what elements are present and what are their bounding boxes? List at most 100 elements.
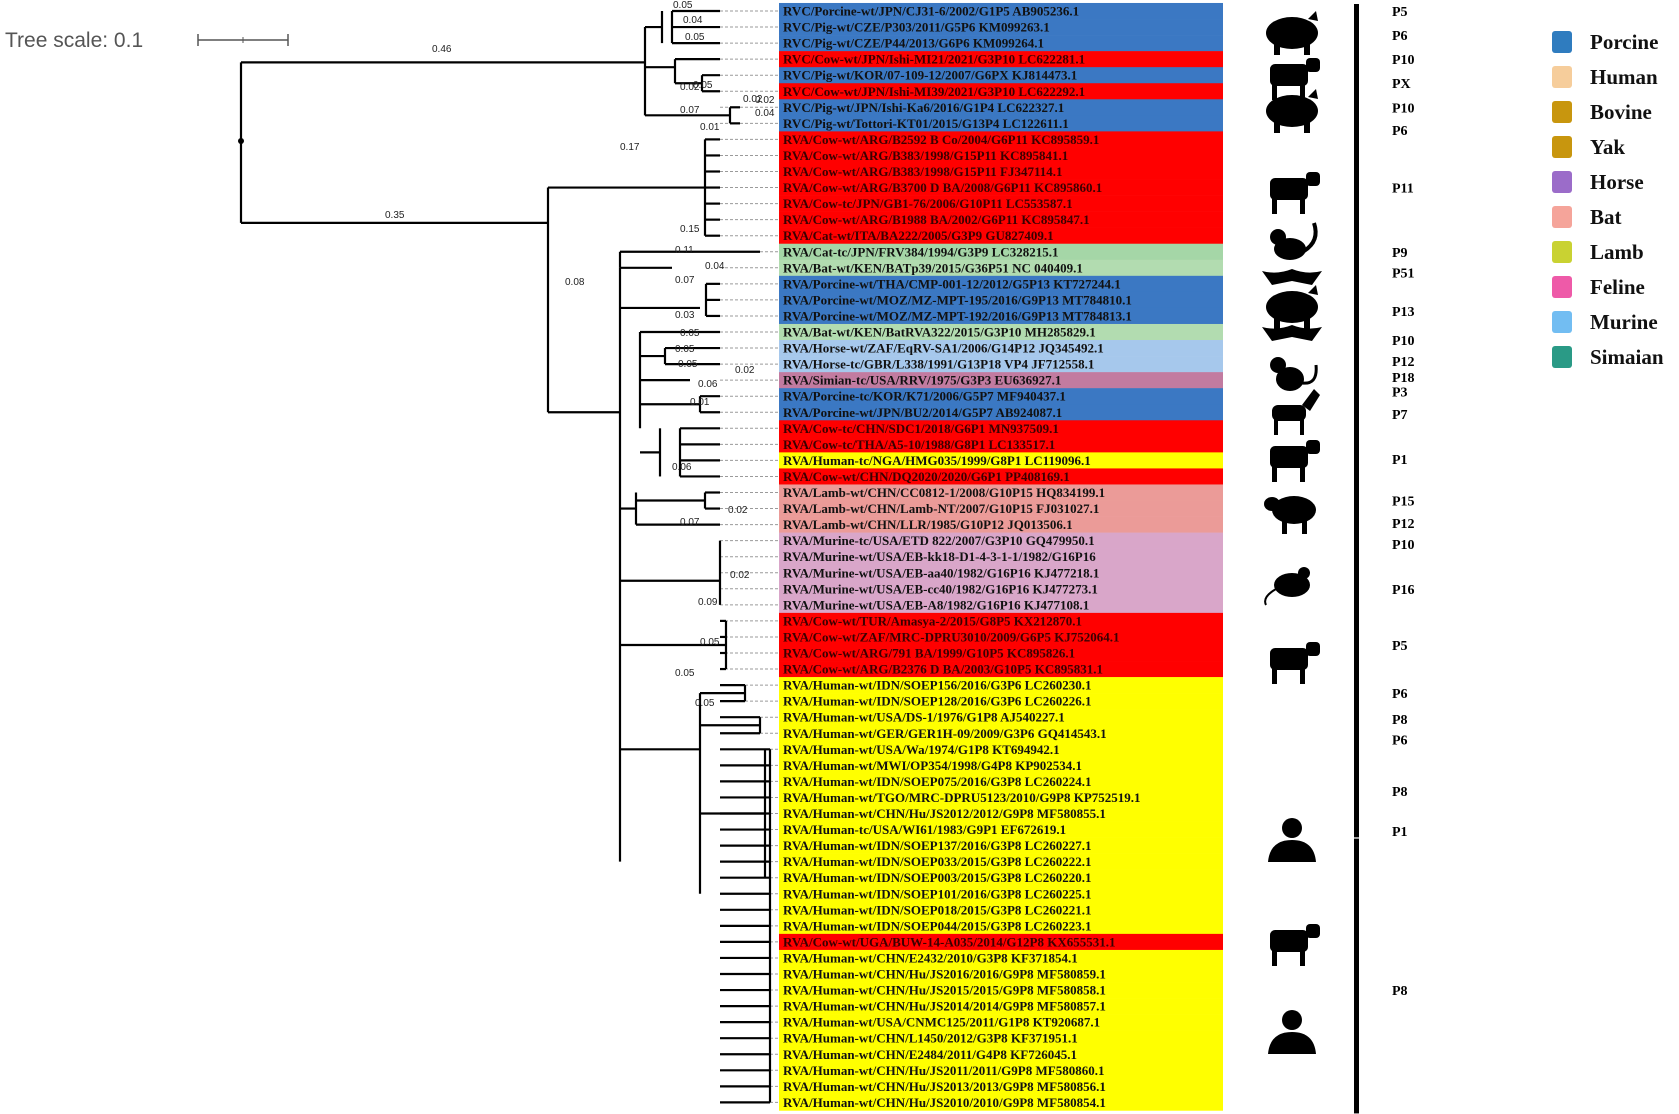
- taxon-label: RVC/Pig-wt/Tottori-KT01/2015/G13P4 LC122…: [783, 116, 1069, 131]
- p-type-label: PX: [1392, 77, 1411, 92]
- branch-length-label: 0.02: [735, 365, 755, 376]
- host-strip: [779, 484, 1223, 501]
- legend-label: Yak: [1590, 135, 1625, 159]
- legend-swatch: [1552, 101, 1572, 123]
- taxon-label: RVA/Human-wt/CHN/E2484/2011/G4P8 KF72604…: [783, 1047, 1077, 1062]
- cat-head: [1270, 229, 1286, 245]
- host-legend: PorcineHumanBovineYakHorseBatLambFelineM…: [1552, 30, 1664, 369]
- taxon-label: RVA/Human-wt/MWI/OP354/1998/G4P8 KP90253…: [783, 758, 1082, 773]
- pig-leg: [1274, 121, 1280, 133]
- taxon-label: RVA/Cow-wt/ARG/B383/1998/G15P11 KC895841…: [783, 148, 1068, 163]
- person-head: [1282, 1010, 1302, 1030]
- cow-head: [1306, 440, 1320, 454]
- pig-ear: [1308, 89, 1318, 99]
- host-strip: [779, 773, 1223, 790]
- person-head: [1282, 818, 1302, 838]
- p-type-bar: [1354, 710, 1359, 729]
- taxon-label: RVA/Cow-tc/THA/A5-10/1988/G8P1 LC133517.…: [783, 437, 1055, 452]
- person-icon: [1268, 1010, 1316, 1054]
- branch-length-label: 0.05: [678, 359, 698, 370]
- taxon-label: RVA/Human-wt/IDN/SOEP137/2016/G3P8 LC260…: [783, 838, 1091, 853]
- host-strip: [779, 580, 1223, 598]
- taxon-label: RVA/Cow-wt/ARG/B1988 BA/2002/G6P11 KC895…: [783, 212, 1090, 227]
- horse-leg: [1274, 419, 1278, 435]
- taxon-label: RVA/Cow-wt/ZAF/MRC-DPRU3010/2009/G6P5 KJ…: [783, 629, 1120, 644]
- p-type-label: P12: [1392, 517, 1415, 532]
- taxon-label: RVA/Cow-wt/ARG/B383/1998/G15P11 FJ347114…: [783, 164, 1063, 179]
- taxon-label: RVA/Murine-wt/USA/EB-A8/1982/G16P16 KJ47…: [783, 597, 1089, 612]
- taxon-label: RVA/Human-wt/CHN/Hu/JS2014/2014/G9P8 MF5…: [783, 999, 1106, 1014]
- host-strip: [779, 307, 1223, 325]
- p-type-bar: [1354, 822, 1359, 838]
- host-strip: [779, 628, 1223, 646]
- branch-length-label: 0.05: [700, 637, 720, 648]
- pig-leg: [1274, 43, 1280, 55]
- cow-head: [1306, 58, 1320, 72]
- mouse-icon: [1264, 567, 1310, 606]
- pig-icon: [1266, 285, 1318, 329]
- host-strip: [779, 67, 1223, 84]
- branch-length-label: 0.05: [695, 698, 715, 709]
- cow-body: [1270, 930, 1308, 952]
- host-strip: [779, 436, 1223, 453]
- taxon-label: RVA/Human-wt/CHN/Hu/JS2011/2011/G9P8 MF5…: [783, 1063, 1104, 1078]
- host-strip: [779, 901, 1223, 919]
- host-strip: [779, 1046, 1223, 1063]
- branch-length-label: 0.07: [675, 275, 695, 286]
- taxon-label: RVA/Cow-wt/ARG/B3700 D BA/2008/G6P11 KC8…: [783, 180, 1102, 195]
- host-strip: [779, 147, 1223, 164]
- taxon-label: RVA/Human-wt/IDN/SOEP003/2015/G3P8 LC260…: [783, 870, 1091, 885]
- taxon-label: RVA/Horse-tc/GBR/L338/1991/G13P18 VP4 JF…: [783, 357, 1094, 372]
- host-strip: [779, 949, 1223, 967]
- taxon-label: RVA/Murine-wt/USA/EB-cc40/1982/G16P16 KJ…: [783, 581, 1098, 596]
- cow-leg: [1272, 668, 1277, 684]
- host-strip: [779, 837, 1223, 854]
- branch-length-label: 0.02: [743, 94, 763, 105]
- pig-body: [1266, 291, 1318, 323]
- p-type-bar: [1354, 726, 1359, 745]
- host-strip: [779, 163, 1223, 180]
- taxon-label: RVC/Pig-wt/JPN/Ishi-Ka6/2016/G1P4 LC6223…: [783, 100, 1064, 115]
- horse-leg: [1300, 419, 1304, 435]
- branch-length-label: 0.15: [680, 224, 700, 235]
- legend-swatch: [1552, 311, 1572, 333]
- legend-label: Lamb: [1590, 240, 1644, 264]
- branch-length-label: 0.05: [680, 328, 700, 339]
- pig-icon: [1266, 11, 1318, 55]
- branch-length-label: 0.07: [680, 105, 700, 116]
- host-strip: [779, 757, 1223, 774]
- host-strip: [779, 51, 1223, 68]
- taxon-label: RVA/Murine-wt/USA/EB-kk18-D1-4-3-1-1/198…: [783, 549, 1096, 564]
- branch-length-label: 0.05: [675, 344, 695, 355]
- host-strip: [779, 211, 1223, 228]
- p-type-label: P5: [1392, 5, 1408, 20]
- host-silhouettes: [1262, 11, 1322, 1054]
- p-type-label: P10: [1392, 53, 1415, 68]
- branch-length-label: 0.07: [680, 517, 700, 528]
- host-strip: [779, 1030, 1223, 1047]
- cow-icon: [1270, 172, 1320, 214]
- p-type-label: P10: [1392, 538, 1415, 553]
- legend-label: Human: [1590, 65, 1658, 89]
- host-strip: [779, 821, 1223, 838]
- taxon-label: RVA/Human-wt/IDN/SOEP128/2016/G3P6 LC260…: [783, 694, 1091, 709]
- taxon-label: RVA/Human-wt/CHN/L1450/2012/G3P8 KF37195…: [783, 1031, 1078, 1046]
- p-type-label: P3: [1392, 385, 1408, 400]
- host-strip: [779, 677, 1223, 694]
- host-strip: [779, 115, 1223, 132]
- host-strip: [779, 179, 1223, 196]
- host-strip: [779, 965, 1223, 983]
- p-type-bar: [1354, 838, 1359, 1114]
- host-strip: [779, 356, 1223, 373]
- legend-label: Horse: [1590, 170, 1644, 194]
- host-strip: [779, 19, 1223, 36]
- cow-leg: [1272, 198, 1277, 214]
- host-strip: [779, 998, 1223, 1015]
- branch-length-label: 0.04: [755, 108, 775, 119]
- taxon-label: RVA/Horse-wt/ZAF/EqRV-SA1/2006/G14P12 JQ…: [783, 341, 1104, 356]
- tree-branches: [238, 9, 772, 1104]
- host-strip: [779, 516, 1223, 533]
- taxon-label: RVA/Cow-tc/CHN/SDC1/2018/G6P1 MN937509.1: [783, 421, 1059, 436]
- p-type-label: P15: [1392, 495, 1415, 510]
- p-type-label: P5: [1392, 639, 1408, 654]
